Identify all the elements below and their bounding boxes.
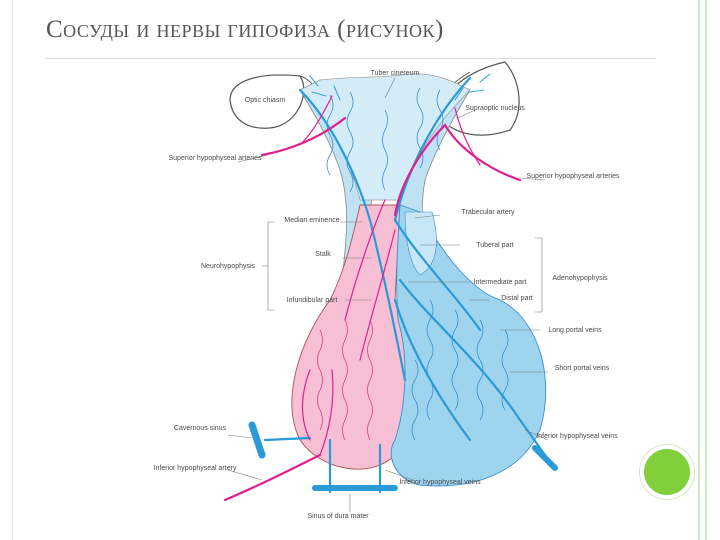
label-sup-hyp-right: Superior hypophyseal arteries <box>527 173 620 180</box>
label-adenohypophysis: Adenohypophysis <box>552 275 608 282</box>
label-median-eminence: Median eminence <box>284 217 339 224</box>
label-trabecular: Trabecular artery <box>461 209 515 216</box>
label-sinus-bottom: Sinus of dura mater <box>307 513 369 520</box>
leader-lines <box>227 77 549 512</box>
label-inf-hyp-veins-2: Inferior hypophyseal veins <box>399 479 481 486</box>
label-intermediate: Intermediate part <box>474 279 527 286</box>
title-underline <box>46 58 656 59</box>
slide-title: Сосуды и нервы гипофиза (рисунок) <box>46 16 444 43</box>
label-supraoptic: Supraoptic nucleus <box>465 105 525 112</box>
left-sinus-cap <box>248 421 266 459</box>
label-tuberal: Tuberal part <box>476 242 514 249</box>
label-infundibular: Infundibular part <box>287 297 338 304</box>
green-circle-icon <box>640 445 694 499</box>
slide-frame-left <box>12 0 13 540</box>
arteries <box>223 95 522 502</box>
label-cavernous-sinus: Cavernous sinus <box>174 425 227 432</box>
diagram-labels: Tuber cinereum Optic chiasm Supraoptic n… <box>154 70 620 520</box>
capillary-network <box>317 87 509 441</box>
adenohypophysis-lobe <box>390 204 547 487</box>
label-long-portal: Long portal veins <box>548 327 602 334</box>
label-sup-hyp-left: Superior hypophyseal arteries <box>169 155 262 162</box>
label-tuber: Tuber cinereum <box>371 70 420 77</box>
right-vein-cap <box>532 445 558 471</box>
veins <box>248 73 558 494</box>
label-neurohypophysis: Neurohypophysis <box>201 263 256 270</box>
label-short-portal: Short portal veins <box>555 365 610 372</box>
chiasm-outline <box>229 74 305 129</box>
neurohypophysis-lobe <box>291 204 411 470</box>
slide-frame-right <box>698 0 700 540</box>
label-inf-hyp-artery: Inferior hypophyseal artery <box>154 465 237 472</box>
label-chiasm: Optic chiasm <box>245 97 286 104</box>
slide-frame-right-outer <box>705 0 707 540</box>
label-stalk: Stalk <box>315 251 331 258</box>
label-inf-hyp-veins: Inferior hypophyseal veins <box>536 433 618 440</box>
median-eminence <box>299 73 471 201</box>
label-distal: Distal part <box>501 295 533 302</box>
